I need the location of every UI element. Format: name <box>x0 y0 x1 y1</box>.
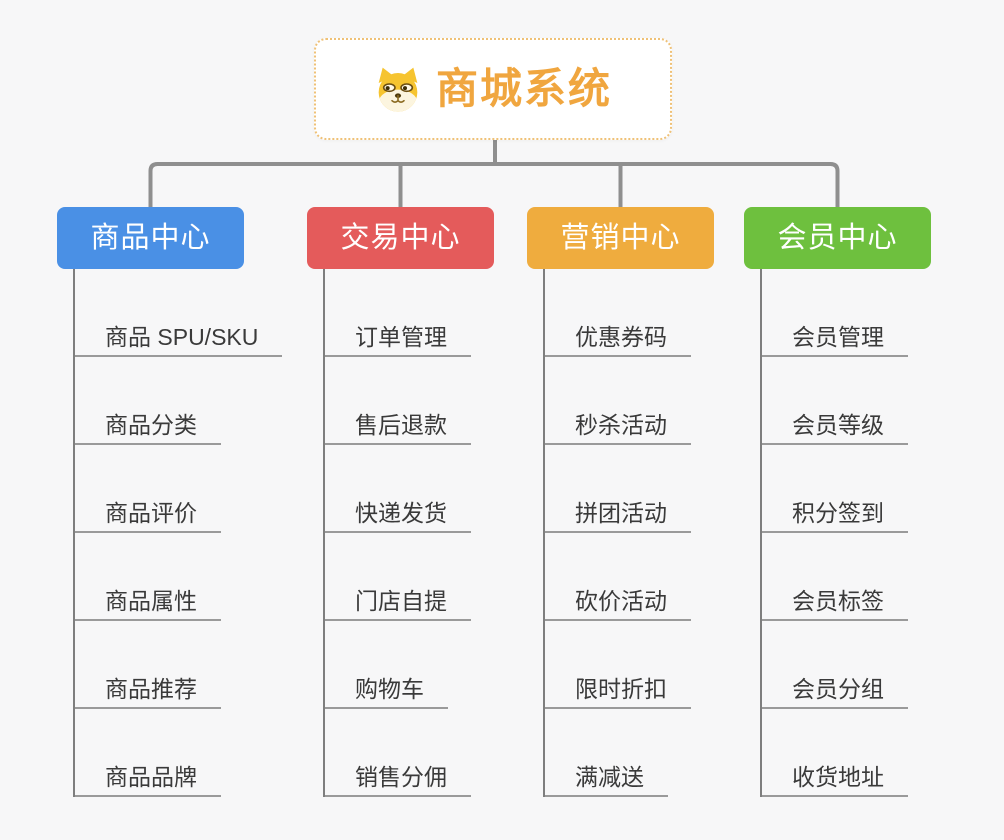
subtopic-node[interactable]: 会员分组 <box>762 621 931 709</box>
subtopic-node[interactable]: 订单管理 <box>325 269 494 357</box>
subtopic-label: 收货地址 <box>762 764 908 797</box>
subtopic-node[interactable]: 商品推荐 <box>75 621 244 709</box>
subtopic-label: 商品推荐 <box>75 676 221 709</box>
subtopic-label: 订单管理 <box>325 324 471 357</box>
branch-topic-node-marketing-center[interactable]: 营销中心 <box>527 207 714 269</box>
subtopic-label: 快递发货 <box>325 500 471 533</box>
subtopic-node[interactable]: 商品 SPU/SKU <box>75 269 283 357</box>
branch-member-center: 会员中心 会员管理会员等级积分签到会员标签会员分组收货地址 <box>744 207 931 797</box>
subtopic-label: 满减送 <box>545 764 668 797</box>
subtopic-node[interactable]: 门店自提 <box>325 533 494 621</box>
subtopic-node[interactable]: 砍价活动 <box>545 533 714 621</box>
subtopic-node[interactable]: 限时折扣 <box>545 621 714 709</box>
subtopic-node[interactable]: 商品属性 <box>75 533 244 621</box>
subtopic-node[interactable]: 购物车 <box>325 621 494 709</box>
branch-topic-node-trade-center[interactable]: 交易中心 <box>307 207 494 269</box>
subtopic-label: 商品评价 <box>75 500 221 533</box>
subtopic-node[interactable]: 会员标签 <box>762 533 931 621</box>
branch-topic-label: 商品中心 <box>90 221 211 254</box>
subtopic-label: 秒杀活动 <box>545 412 691 445</box>
subtopic-label: 门店自提 <box>325 588 471 621</box>
branch-children: 商品 SPU/SKU 商品分类商品评价商品属性商品推荐商品品牌 <box>73 269 283 797</box>
branch-children: 订单管理售后退款快递发货门店自提购物车销售分佣 <box>323 269 494 797</box>
branch-topic-label: 营销中心 <box>560 221 681 254</box>
subtopic-node[interactable]: 收货地址 <box>762 709 931 797</box>
subtopic-label: 购物车 <box>325 676 448 709</box>
branch-children: 会员管理会员等级积分签到会员标签会员分组收货地址 <box>760 269 931 797</box>
subtopic-label: 商品 SPU/SKU <box>75 324 283 357</box>
dog-face-icon <box>378 67 418 112</box>
root-topic-node[interactable]: 商城系统 <box>314 38 672 140</box>
rail-connector <box>148 162 840 207</box>
subtopic-label: 商品属性 <box>75 588 221 621</box>
subtopic-node[interactable]: 会员等级 <box>762 357 931 445</box>
subtopic-node[interactable]: 会员管理 <box>762 269 931 357</box>
subtopic-label: 商品分类 <box>75 412 221 445</box>
subtopic-node[interactable]: 优惠券码 <box>545 269 714 357</box>
branch-topic-label: 会员中心 <box>777 221 898 254</box>
subtopic-label: 限时折扣 <box>545 676 691 709</box>
branch-marketing-center: 营销中心 优惠券码秒杀活动拼团活动砍价活动限时折扣满减送 <box>527 207 714 797</box>
subtopic-label: 会员分组 <box>762 676 908 709</box>
subtopic-label: 会员等级 <box>762 412 908 445</box>
subtopic-node[interactable]: 快递发货 <box>325 445 494 533</box>
subtopic-node[interactable]: 拼团活动 <box>545 445 714 533</box>
subtopic-node[interactable]: 秒杀活动 <box>545 357 714 445</box>
subtopic-label: 积分签到 <box>762 500 908 533</box>
subtopic-node[interactable]: 积分签到 <box>762 445 931 533</box>
subtopic-node[interactable]: 售后退款 <box>325 357 494 445</box>
subtopic-label: 商品品牌 <box>75 764 221 797</box>
subtopic-label: 售后退款 <box>325 412 471 445</box>
subtopic-node[interactable]: 商品评价 <box>75 445 244 533</box>
subtopic-node[interactable]: 满减送 <box>545 709 714 797</box>
subtopic-node[interactable]: 商品分类 <box>75 357 244 445</box>
subtopic-label: 会员标签 <box>762 588 908 621</box>
root-topic-title: 商城系统 <box>435 65 612 112</box>
subtopic-label: 拼团活动 <box>545 500 691 533</box>
subtopic-label: 销售分佣 <box>325 764 471 797</box>
branch-topic-label: 交易中心 <box>340 221 461 254</box>
branch-trade-center: 交易中心 订单管理售后退款快递发货门店自提购物车销售分佣 <box>307 207 494 797</box>
branch-topic-node-product-center[interactable]: 商品中心 <box>57 207 244 269</box>
subtopic-label: 会员管理 <box>762 324 908 357</box>
subtopic-label: 优惠券码 <box>545 324 691 357</box>
subtopic-node[interactable]: 销售分佣 <box>325 709 494 797</box>
subtopic-node[interactable]: 商品品牌 <box>75 709 244 797</box>
branch-topic-node-member-center[interactable]: 会员中心 <box>744 207 931 269</box>
subtopic-label: 砍价活动 <box>545 588 691 621</box>
branch-product-center: 商品中心 商品 SPU/SKU 商品分类商品评价商品属性商品推荐商品品牌 <box>57 207 283 797</box>
branch-children: 优惠券码秒杀活动拼团活动砍价活动限时折扣满减送 <box>543 269 714 797</box>
